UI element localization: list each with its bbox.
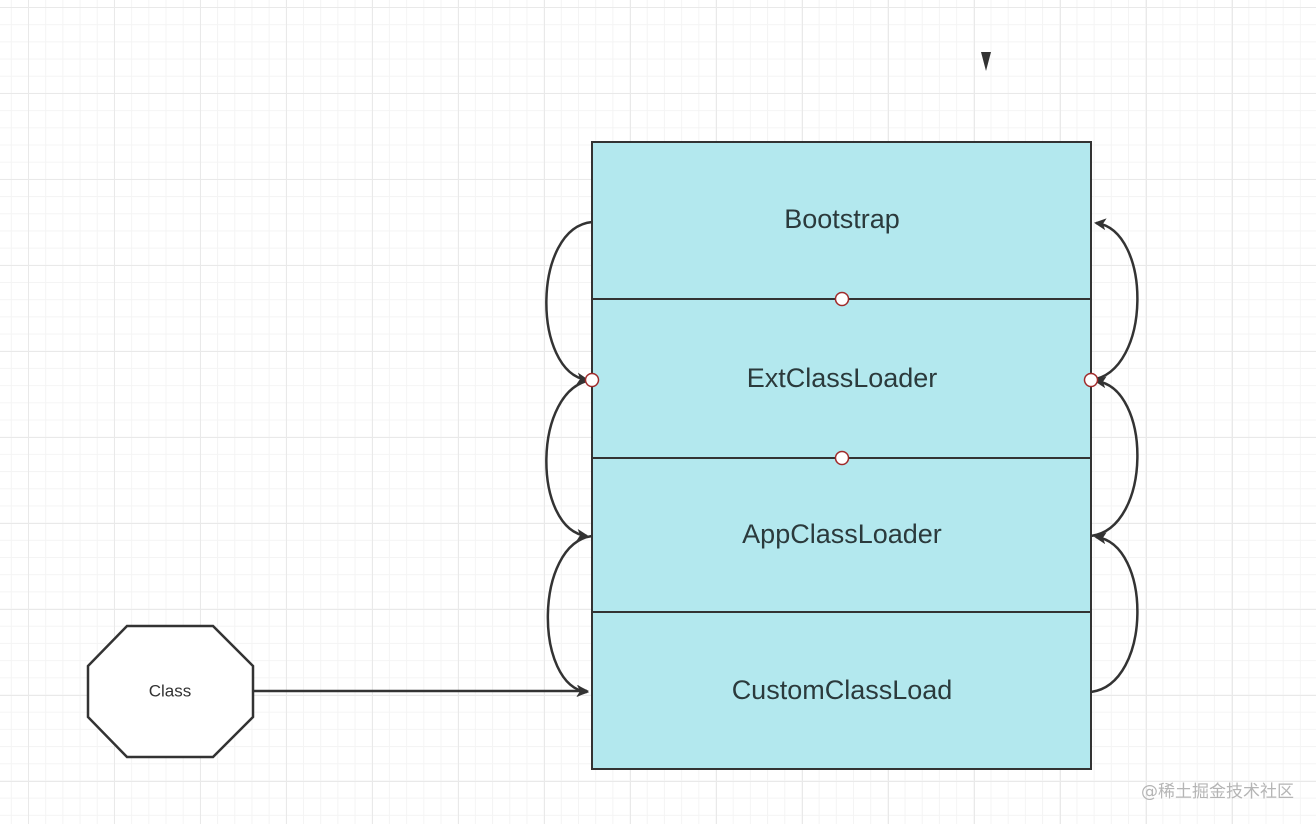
connector-point[interactable] xyxy=(1083,372,1099,388)
loader-label-extclassloader: ExtClassLoader xyxy=(747,363,938,393)
loader-box-bootstrap[interactable] xyxy=(591,141,1092,300)
loader-label-bootstrap: Bootstrap xyxy=(784,204,900,234)
loader-label-customclassload: CustomClassLoad xyxy=(732,675,953,705)
arrow-bootstrap-to-ext-left[interactable] xyxy=(545,220,593,385)
loader-box-extclassloader[interactable] xyxy=(591,298,1092,459)
stray-arrowhead-icon xyxy=(981,52,991,71)
left-delegation-arrows xyxy=(545,220,593,697)
class-octagon[interactable] xyxy=(86,624,255,759)
arrow-ext-to-bootstrap-right[interactable] xyxy=(1090,218,1139,382)
class-node[interactable]: Class xyxy=(86,624,255,759)
connector-point[interactable] xyxy=(584,372,600,388)
class-node-label: Class xyxy=(149,681,192,700)
arrow-custom-to-app-right[interactable] xyxy=(1090,532,1139,694)
watermark: @稀土掘金技术社区 xyxy=(1141,782,1294,802)
connector-points xyxy=(584,291,1099,466)
arrow-app-to-ext-right[interactable] xyxy=(1090,376,1139,538)
connector-point[interactable] xyxy=(834,291,850,307)
right-delegation-arrows xyxy=(1090,218,1139,694)
loader-label-appclassloader: AppClassLoader xyxy=(742,519,942,549)
loader-box-customclassload[interactable] xyxy=(591,611,1092,770)
arrow-ext-to-app-left[interactable] xyxy=(545,378,593,541)
arrow-app-to-custom-left[interactable] xyxy=(546,534,593,697)
connector-point[interactable] xyxy=(834,450,850,466)
